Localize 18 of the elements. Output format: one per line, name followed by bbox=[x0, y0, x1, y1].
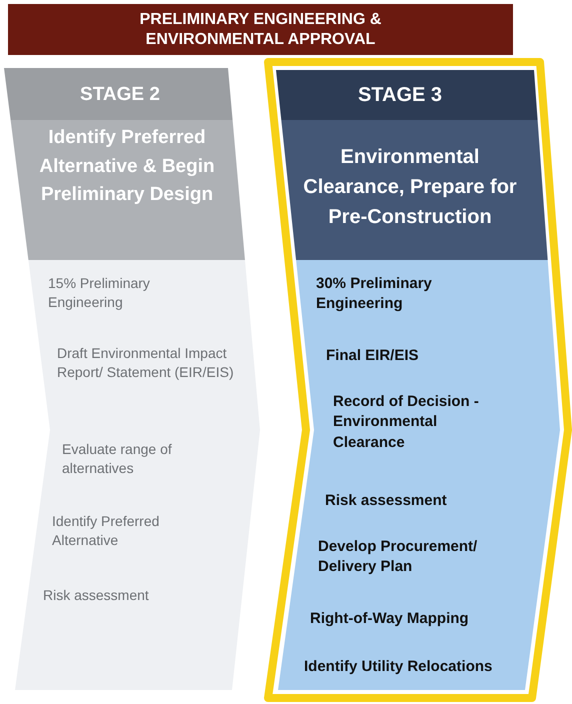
stage-task: 15% Preliminary Engineering bbox=[48, 274, 151, 312]
stage-label: STAGE 3 bbox=[356, 83, 444, 108]
stage-task: Right-of-Way Mapping bbox=[310, 609, 470, 629]
stage-task: Final EIR/EIS bbox=[326, 346, 420, 366]
stage-task: Evaluate range of alternatives bbox=[62, 440, 173, 478]
stage-label: STAGE 2 bbox=[79, 83, 161, 107]
title-text: PRELIMINARY ENGINEERING & ENVIRONMENTAL APPROVAL bbox=[138, 10, 382, 50]
stage-task: Risk assessment bbox=[43, 586, 150, 605]
stage-chevron bbox=[262, 56, 572, 704]
stage-task: Identify Preferred Alternative bbox=[52, 512, 160, 550]
stage-task: Identify Utility Relocations bbox=[304, 657, 494, 677]
stage-task: Develop Procurement/ Delivery Plan bbox=[318, 537, 478, 578]
stage-task: Record of Decision - Environmental Clearance bbox=[333, 392, 480, 452]
stage-task: Draft Environmental Impact Report/ Statement (EIR/EIS) bbox=[57, 344, 235, 382]
stage-task: Risk assessment bbox=[325, 491, 448, 511]
stage-heading: Environmental Clearance, Prepare for Pre-Construction bbox=[302, 145, 518, 230]
stage-heading: Identify Preferred Alternative & Begin Preliminary Design bbox=[38, 126, 216, 207]
stage-task: 30% Preliminary Engineering bbox=[316, 274, 433, 314]
